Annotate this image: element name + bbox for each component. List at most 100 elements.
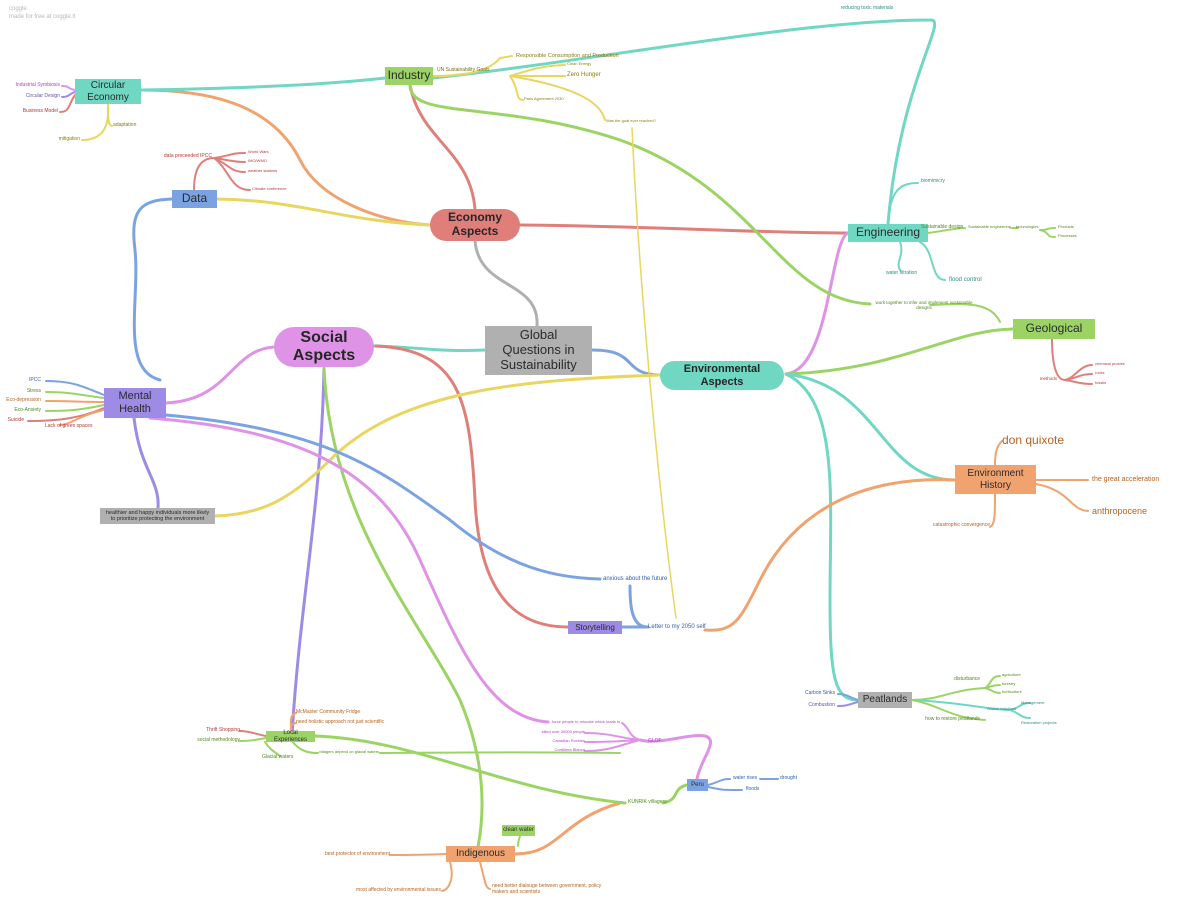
node-geological[interactable]: Geological <box>1013 319 1095 339</box>
leaf-rocks[interactable]: rocks <box>1095 370 1105 375</box>
leaf-most-affected[interactable]: most affected by environmental issues <box>356 887 441 893</box>
leaf-combustion[interactable]: Combustion <box>808 702 835 708</box>
node-mental-health[interactable]: Mental Health <box>104 388 166 418</box>
leaf-ipcc[interactable]: IPCC <box>29 377 41 383</box>
leaf-processes[interactable]: Processes <box>1058 233 1077 238</box>
leaf-circular-design[interactable]: Circular Design <box>25 93 60 99</box>
leaf-holistic-approach[interactable]: need holistic approach not just scientif… <box>296 719 385 725</box>
leaf-letter-2050[interactable]: Letter to my 2050 self <box>648 624 706 630</box>
leaf-villagers-depend[interactable]: villagers depend on glacial waters <box>319 749 380 754</box>
leaf-management[interactable]: Management <box>1021 700 1045 705</box>
link-mental-healthier <box>132 416 160 510</box>
node-data[interactable]: Data <box>172 190 217 208</box>
leaf-business-model[interactable]: Business Model <box>22 108 58 114</box>
leaf-cordillera-blanca[interactable]: Cordillera Blanca <box>554 747 585 752</box>
node-environment-history[interactable]: Environment History <box>955 465 1036 494</box>
leaf-water-filtration[interactable]: water filtration <box>886 270 918 276</box>
node-industry[interactable]: Industry <box>385 67 433 85</box>
leaf-agriculture[interactable]: agriculture <box>1002 672 1021 677</box>
leaf-horticulture[interactable]: horticulture <box>1002 689 1022 694</box>
node-mental-health-label: Mental Health <box>118 390 152 415</box>
leaf-paris-agreement[interactable]: Paris Agreement 2030 <box>524 96 564 101</box>
leaf-forestry[interactable]: forestry <box>1002 681 1016 686</box>
leaf-kunrik-villagers[interactable]: KUNRIK villagers <box>628 799 667 805</box>
node-economy-aspects[interactable]: Economy Aspects <box>430 209 520 241</box>
node-clean-water[interactable]: clean water <box>502 825 535 836</box>
leaf-products[interactable]: Products <box>1058 224 1074 229</box>
leaf-mcmaster-fridge[interactable]: McMaster Community Fridge <box>296 709 361 715</box>
leaf-force-relocate[interactable]: force people to relocate which leads to <box>552 719 621 724</box>
leaf-disturbance[interactable]: disturbance <box>954 676 980 682</box>
node-indigenous[interactable]: Indigenous <box>446 846 515 862</box>
leaf-goal-reached[interactable]: Was the goal ever reached? <box>606 118 656 123</box>
leaf-glacial-waters[interactable]: Glacial waters <box>262 754 294 760</box>
watermark: coggle made for free at coggle.it <box>9 6 75 22</box>
leaf-how-restore[interactable]: how to restore peatlands <box>925 716 980 722</box>
leaf-methods[interactable]: methods <box>1039 376 1057 381</box>
leaf-canadian-rockies[interactable]: Canadian Rockies <box>552 738 585 743</box>
node-social-aspects[interactable]: Social Aspects <box>274 327 374 367</box>
leaf-eco-anxiety[interactable]: Eco-Anxiety <box>14 407 41 413</box>
leaf-eco-depression[interactable]: Eco-depression <box>6 397 41 403</box>
node-geological-label: Geological <box>1025 321 1083 336</box>
leaf-glof[interactable]: GLOF <box>648 738 662 744</box>
leaf-adaptation[interactable]: adaptation <box>113 122 137 128</box>
leaf-mitigation[interactable]: mitigation <box>58 136 80 142</box>
leaf-technologies[interactable]: technologies <box>1016 224 1039 229</box>
leaf-clean-energy[interactable]: Clean Energy <box>567 61 592 66</box>
leaf-drought[interactable]: drought <box>780 775 797 781</box>
node-environmental-aspects-label: Environmental Aspects <box>683 362 761 388</box>
link-peru-kunrik <box>661 783 689 805</box>
leaf-social-methodology[interactable]: social methodology <box>197 737 240 743</box>
node-peatlands[interactable]: Peatlands <box>858 692 912 708</box>
node-engineering[interactable]: Engineering <box>848 224 928 242</box>
leaf-carbon-sinks[interactable]: Carbon Sinks <box>804 690 835 696</box>
leaf-suicide[interactable]: Suicide <box>7 417 24 423</box>
leaf-fossils[interactable]: fossils <box>1095 380 1107 385</box>
leaf-chemical-proxies[interactable]: chemical proxies <box>1095 361 1125 366</box>
leaf-global-initiatives[interactable]: Global initiatives <box>987 706 1017 711</box>
leaf-biomimicry[interactable]: biomimicry <box>921 178 945 184</box>
leaf-better-dialogue[interactable]: need better dialouge between government,… <box>492 883 602 895</box>
leaf-work-together[interactable]: work together to infer and implement sus… <box>875 300 973 310</box>
leaf-weather-stations[interactable]: weather stations <box>248 168 278 173</box>
leaf-restoration-projects[interactable]: Restoration projects <box>1021 720 1057 725</box>
node-industry-label: Industry <box>387 68 431 83</box>
leaf-floods[interactable]: floods <box>746 786 760 792</box>
leaf-thrift-shopping[interactable]: Thrift Shopping <box>206 727 240 733</box>
node-healthier-individuals[interactable]: healthier and happy individuals more lik… <box>100 508 215 524</box>
node-environmental-aspects[interactable]: Environmental Aspects <box>660 361 784 390</box>
leaf-best-protector[interactable]: best protector of environment <box>324 851 390 857</box>
node-peru[interactable]: Peru <box>687 779 708 791</box>
leaf-don-quixote[interactable]: don quixote <box>1002 433 1065 447</box>
leaf-anxious-future[interactable]: anxious about the future <box>603 576 668 582</box>
node-local-experiences[interactable]: Local Experiences <box>266 730 315 743</box>
leaf-sustainable-design[interactable]: Sustainable design <box>921 224 964 230</box>
node-storytelling[interactable]: Storytelling <box>568 621 622 634</box>
node-peatlands-label: Peatlands <box>862 694 908 706</box>
node-environment-history-label: Environment History <box>967 468 1024 491</box>
leaf-water-rises[interactable]: water rises <box>733 775 758 781</box>
leaf-lack-green-spaces[interactable]: Lack of green spaces <box>45 423 93 429</box>
leaf-stress[interactable]: Stress <box>26 388 41 394</box>
node-global-questions[interactable]: Global Questions in Sustainability <box>485 326 592 375</box>
leaf-killed-people[interactable]: killed over 30000 people <box>541 729 585 734</box>
leaf-anthropocene[interactable]: anthropocene <box>1092 506 1148 516</box>
leaf-data-preceded[interactable]: data preceeded IPCC <box>163 153 212 159</box>
leaf-world-wars[interactable]: World Wars <box>248 149 269 154</box>
node-circular-economy[interactable]: Circular Economy <box>75 79 141 104</box>
leaf-great-acceleration[interactable]: the great acceleration <box>1092 476 1160 483</box>
leaf-catastrophic-convergence[interactable]: catastrophic convergence <box>933 522 990 528</box>
link-social-storytelling <box>374 344 570 629</box>
leaf-zero-hunger[interactable]: Zero Hunger <box>567 72 601 78</box>
leaf-reducing-toxic[interactable]: reducing toxic materials <box>840 5 894 11</box>
leaf-responsible-consumption[interactable]: Responsible Consumption and Production <box>516 53 619 59</box>
leaf-un-goals[interactable]: UN Sustainability Goals <box>437 67 490 73</box>
leaf-flood-control[interactable]: flood control <box>949 277 982 283</box>
leaf-sustainable-engineering[interactable]: Sustainable engineering <box>968 224 1011 229</box>
leaf-climate-conference[interactable]: Climate conference <box>252 186 287 191</box>
leaf-imo-wmo[interactable]: IMO/WMO <box>248 158 267 163</box>
leaf-industrial-symbiosis[interactable]: Industrial Symbiosis <box>15 82 60 88</box>
